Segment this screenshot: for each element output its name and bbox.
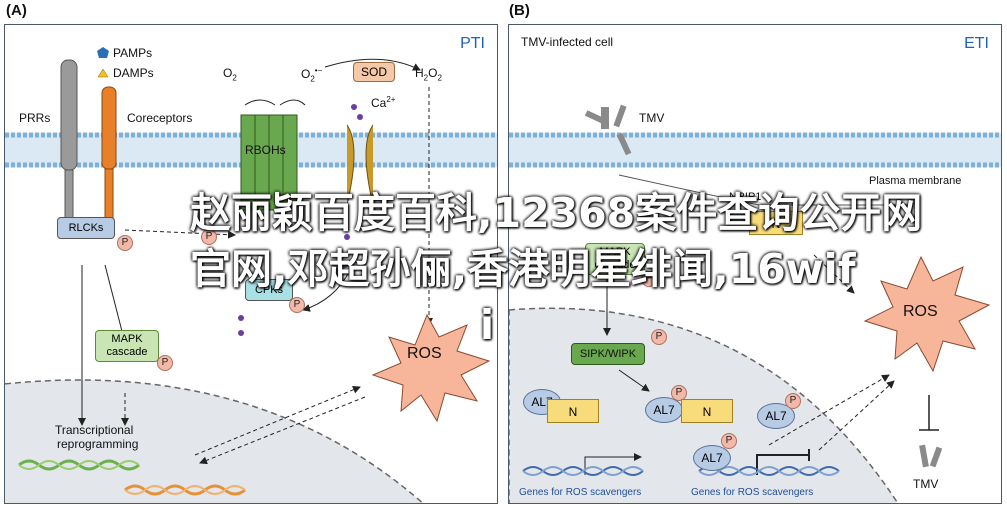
prr-receptor [60,59,78,221]
rboh-channel [240,114,298,211]
al7-2: AL7 [645,397,683,423]
p-al7-2: P [671,385,687,401]
ros-label-b: ROS [903,303,938,320]
p-mapk-a: P [157,355,173,371]
panel-b: ETI TMV-infected cell TMV Plasma membran… [508,24,1002,504]
watermark-line-1: 赵丽颖百度百科,12368案件查询公开网 [190,189,923,237]
ros-label-a: ROS [407,345,442,362]
genes-label-2: Genes for ROS scavengers [691,487,814,498]
tmv-infected-title: TMV-infected cell [521,35,614,49]
o2-radical-label: O2•− [301,66,323,84]
nrip1-label: NRIP1 [729,191,762,203]
p-mapk-b: P [641,271,657,287]
tmv-rods-top [584,104,632,156]
ros-star-b [863,255,991,373]
p-rboh: P [201,229,217,245]
p-cpks: P [289,297,305,313]
panel-a-label: (A) [6,2,27,19]
p-al7-3: P [785,393,801,409]
al7-4: AL7 [693,445,731,471]
p-al7-4: P [721,433,737,449]
panel-a: PTI PAMPs DAMPs PRRs Coreceptors O2 O2•−… [4,24,498,504]
damps-shape [97,68,109,78]
n-box-1: N [547,399,599,423]
ros-star-a [371,313,491,423]
rbohs-label: RBOHs [245,143,286,157]
legend-damps: DAMPs [113,66,154,80]
n-box-top: N [749,211,803,235]
al7-3: AL7 [757,403,795,429]
panel-a-graphics [5,47,497,503]
p-rlcks: P [117,235,133,251]
pti-tag: PTI [460,35,485,52]
watermark-overlay: 赵丽颖百度百科,12368案件查询公开网 官网,邓超孙俪,香港明星绯闻,16wi… [190,185,922,353]
dna-blue-2 [698,466,840,476]
watermark-line-2: 官网,邓超孙俪,香港明星绯闻,16wif [190,245,856,293]
n-box-2: N [681,399,733,423]
sod-box: SOD [353,62,395,82]
pamps-shape [97,47,109,58]
panel-b-label: (B) [509,2,530,19]
coreceptor [101,86,117,220]
genes-label-1: Genes for ROS scavengers [519,487,642,498]
transcriptional-label: Transcriptional [55,423,134,437]
rlcks-box: RLCKs [57,217,115,239]
o2-label: O2 [223,66,237,83]
membrane-b [509,132,1001,168]
tmv-label-bottom: TMV [913,477,939,491]
h2o2-label: H2O2 [415,66,442,83]
legend-pamps: PAMPs [113,46,153,60]
sipk-box: SIPK/WIPK [571,343,645,365]
coreceptors-label: Coreceptors [127,111,193,125]
mapk-box-a: MAPK cascade [95,330,159,362]
mapk-box-b: MAPK cascade [585,243,645,275]
plasma-membrane-label: Plasma membrane [869,175,962,187]
ca-label: Ca2+ [371,95,396,110]
reprogramming-label: reprogramming [57,437,139,451]
tmv-label-top: TMV [639,111,665,125]
p-sipk: P [651,329,667,345]
eti-tag: ETI [964,35,989,52]
watermark-line-3: i [480,301,495,349]
nucleus-a [5,379,424,503]
tmv-rods-bottom [919,444,943,468]
cpks-box: CPKs [245,279,293,301]
prrs-label: PRRs [19,111,51,125]
ca-channel [346,124,374,206]
